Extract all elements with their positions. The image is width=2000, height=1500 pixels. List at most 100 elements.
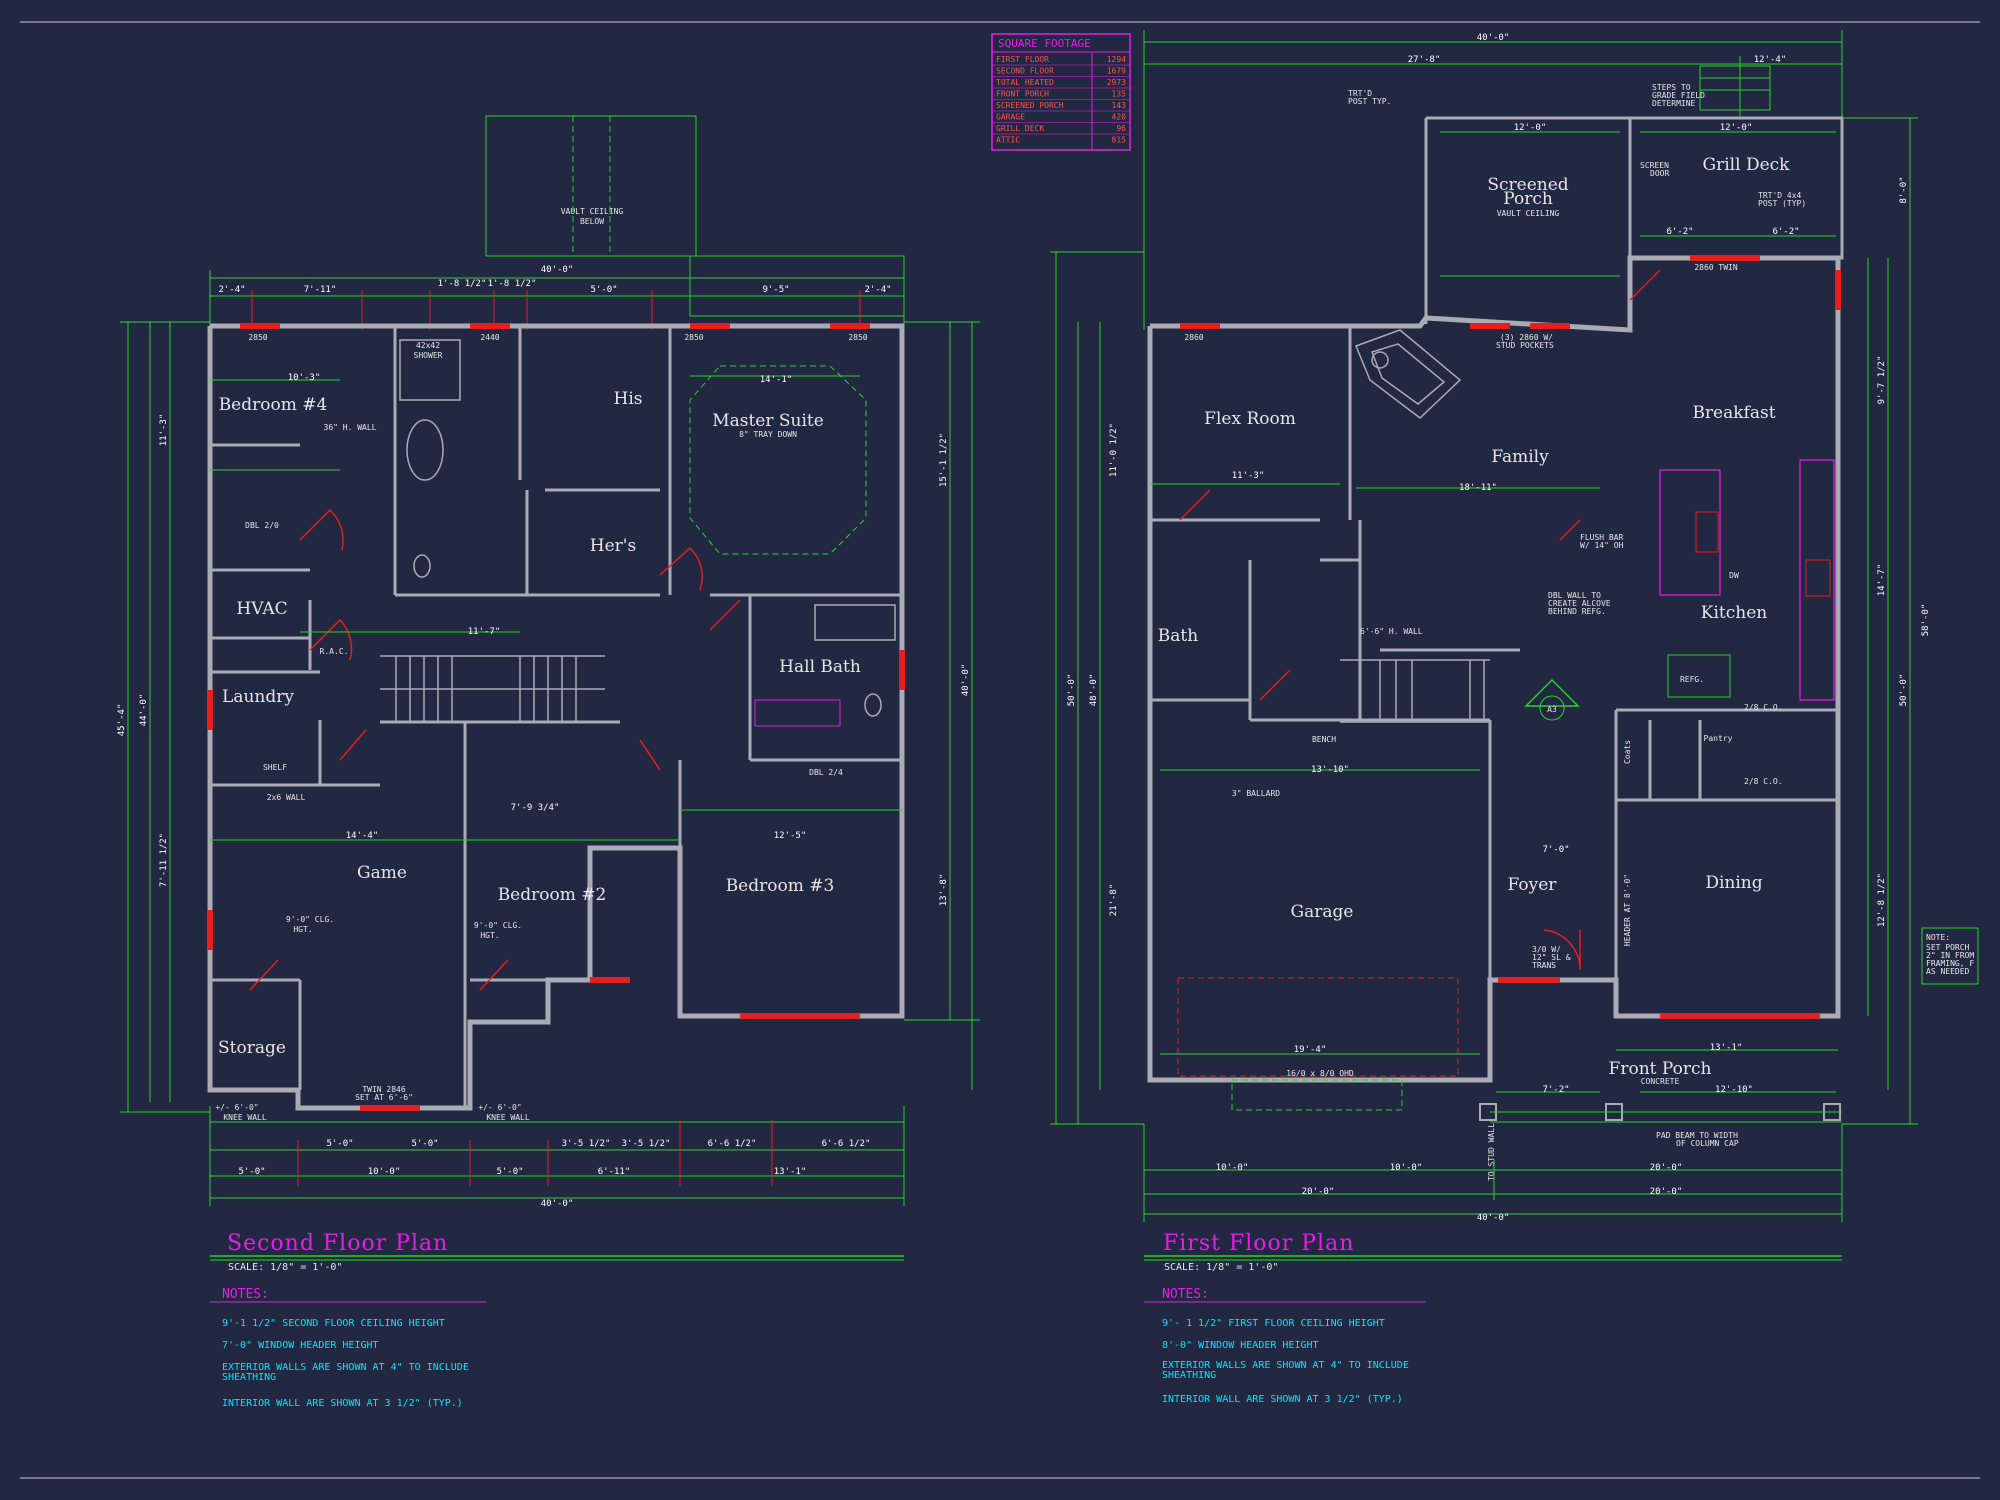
- ff-dim-top-b: 12'-4": [1754, 55, 1787, 65]
- ff-porch-b: 12'-0": [1720, 123, 1753, 133]
- first-floor-note-4: SHEATHING: [1162, 1370, 1216, 1381]
- dim-bed2-w: 7'-9 3/4": [511, 803, 560, 813]
- sqf-row-label: GRILL DECK: [996, 124, 1044, 133]
- ff-dining-w: 13'-1": [1710, 1043, 1743, 1053]
- dw-label: DW: [1729, 571, 1739, 580]
- sqf-row-value: 143: [1112, 101, 1127, 110]
- screened-porch-vault: VAULT CEILING: [1497, 209, 1560, 218]
- room-kitchen: Kitchen: [1701, 603, 1767, 623]
- room-storage: Storage: [218, 1038, 286, 1058]
- dim-left-c: 11'-3": [159, 414, 169, 447]
- dim-top-b: 7'-11": [304, 285, 337, 295]
- vault-box: [485, 115, 697, 257]
- window-2850-b: 2850: [684, 333, 703, 342]
- dim-bot-a: 5'-0": [326, 1139, 353, 1149]
- room-laundry: Laundry: [222, 687, 294, 707]
- dim-bot-e: 13'-1": [774, 1167, 807, 1177]
- window-2850-a: 2850: [248, 333, 267, 342]
- sqf-title: SQUARE FOOTAGE: [998, 37, 1091, 50]
- sqf-row-label: SECOND FLOOR: [996, 67, 1054, 76]
- trtd-4x4-label: TRT'D 4x4: [1758, 191, 1802, 200]
- room-dining: Dining: [1705, 873, 1762, 893]
- dim-top-f: 9'-5": [762, 285, 789, 295]
- dbl-wall-label-2: CREATE ALCOVE: [1548, 599, 1611, 608]
- ff-dim-overall-bottom: 40'-0": [1477, 1213, 1510, 1223]
- second-floor-title: Second Floor Plan: [227, 1231, 448, 1256]
- steps-label-2: GRADE FIELD: [1652, 91, 1705, 100]
- twin-window: TWIN 2846: [362, 1085, 406, 1094]
- ff-dim-bot-c: 20'-0": [1302, 1187, 1335, 1197]
- screen-door-label: SCREEN: [1640, 161, 1669, 170]
- room-game: Game: [357, 863, 407, 883]
- ohd-label: 16/0 x 8/0 OHD: [1286, 1069, 1354, 1078]
- sqf-row-label: TOTAL HEATED: [996, 78, 1054, 87]
- ff-dim-left-d: 21'-8": [1109, 884, 1119, 917]
- porch-note-1: SET PORCH: [1926, 943, 1970, 952]
- ff-dim-bot-b: 10'-0": [1390, 1163, 1423, 1173]
- ff-dim-right-f: 8'-0": [1899, 176, 1909, 203]
- stud-wall-label: TO STUD WALL: [1487, 1123, 1496, 1181]
- steps-label-3: DETERMINE: [1652, 99, 1696, 108]
- bench-label: BENCH: [1312, 735, 1336, 744]
- pad-beam-label-2: OF COLUMN CAP: [1676, 1139, 1739, 1148]
- shower-label-2: SHOWER: [414, 351, 443, 360]
- room-hall-bath: Hall Bath: [779, 657, 861, 677]
- co-label-2: 2/8 C.O.: [1744, 777, 1783, 786]
- room-bedroom-3: Bedroom #3: [726, 876, 835, 896]
- ff-porch-w2: 7'-2": [1542, 1085, 1569, 1095]
- room-bath: Bath: [1158, 626, 1198, 646]
- ff-dim-overall-top: 40'-0": [1477, 33, 1510, 43]
- ff-dim-bot-a: 10'-0": [1216, 1163, 1249, 1173]
- clg-bed2-2: HGT.: [480, 931, 499, 940]
- master-tray-label: 8" TRAY DOWN: [739, 430, 797, 439]
- room-master-suite: Master Suite: [712, 411, 824, 431]
- trtd-post-label: TRT'D: [1348, 89, 1372, 98]
- room-front-porch: Front Porch: [1609, 1059, 1712, 1079]
- sqf-row-value: 2973: [1107, 78, 1126, 87]
- porch-note-title: NOTE:: [1926, 933, 1950, 942]
- first-floor-note-3: EXTERIOR WALLS ARE SHOWN AT 4" TO INCLUD…: [1162, 1360, 1409, 1371]
- dim-bed3-w: 12'-5": [774, 831, 807, 841]
- first-floor-plan: 40'-0" 27'-8" 12'-4" STEPS TO GRADE FIEL…: [1050, 30, 1979, 1405]
- ff-foyer-w: 7'-0": [1542, 845, 1569, 855]
- first-floor-note-1: 9'- 1 1/2" FIRST FLOOR CEILING HEIGHT: [1162, 1318, 1385, 1329]
- ff-dim-right-e: 12'-8 1/2": [1877, 873, 1887, 927]
- porch-note-2: 2" IN FROM: [1926, 951, 1974, 960]
- trtd-4x4-label-2: POST (TYP): [1758, 199, 1806, 208]
- window-2850-c: 2850: [848, 333, 867, 342]
- ff-dim-right-c: 9'-7 1/2": [1877, 356, 1887, 405]
- dim-bot-d: 6'-11": [598, 1167, 631, 1177]
- sqf-row-value: 96: [1116, 124, 1126, 133]
- ff-garage-w2: 13'-10": [1311, 765, 1349, 775]
- front-porch-concrete: CONCRETE: [1641, 1077, 1680, 1086]
- stud-pockets-label: (3) 2860 W/: [1500, 333, 1553, 342]
- ff-dim-top-a: 27'-8": [1408, 55, 1441, 65]
- dim-right-c: 13'-8": [939, 874, 949, 907]
- clg-bed2: 9'-0" CLG.: [474, 921, 522, 930]
- sqf-row-label: FIRST FLOOR: [996, 55, 1049, 64]
- dim-left-b: 44'-0": [139, 694, 149, 727]
- dim-bot-c: 5'-0": [411, 1139, 438, 1149]
- room-coats: Coats: [1623, 740, 1632, 764]
- walls-second-floor: [207, 323, 905, 1111]
- dim-left-a: 45'-4": [117, 704, 127, 737]
- dbl-wall-label-3: BEHIND REFG.: [1548, 607, 1606, 616]
- ff-dim-left-a: 50'-0": [1067, 674, 1077, 707]
- first-floor-note-2: 8'-0" WINDOW HEADER HEIGHT: [1162, 1340, 1319, 1351]
- dim-bot-g: 3'-5 1/2": [622, 1139, 671, 1149]
- knee-wall-right-2: KNEE WALL: [486, 1113, 530, 1122]
- dim-hall-w: 11'-7": [468, 627, 501, 637]
- dim-bot-i: 6'-6 1/2": [822, 1139, 871, 1149]
- vault-label-2: BELOW: [580, 217, 604, 226]
- master-tray: [689, 365, 867, 555]
- dim-bot-c2: 5'-0": [496, 1167, 523, 1177]
- room-hers: Her's: [590, 536, 636, 556]
- ff-porch-w: 12'-10": [1715, 1085, 1753, 1095]
- sqf-row-value: 815: [1112, 136, 1127, 145]
- trans-label: 3/0 W/: [1532, 945, 1561, 954]
- ff-porch-a: 12'-0": [1514, 123, 1547, 133]
- ff-dim-right-b: 50'-0": [1899, 674, 1909, 707]
- shelf-label: SHELF: [263, 763, 287, 772]
